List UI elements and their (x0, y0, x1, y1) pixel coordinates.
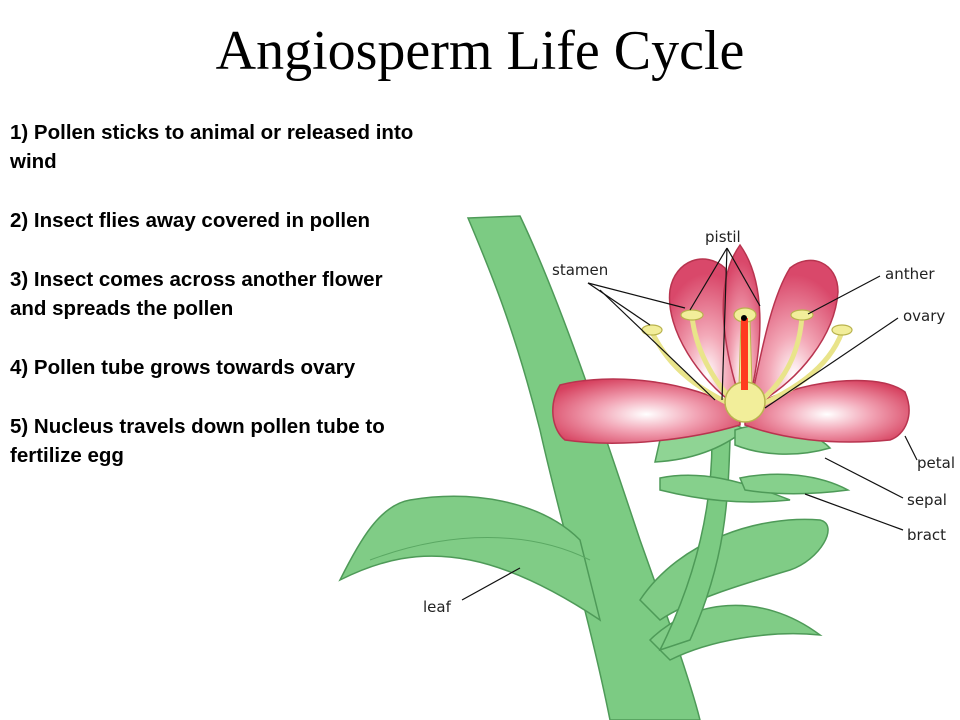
step-1: 1) Pollen sticks to animal or released i… (10, 121, 414, 173)
label-petal: petal (917, 454, 955, 472)
label-anther: anther (885, 265, 935, 283)
label-bract: bract (907, 526, 946, 544)
steps-list: 1) Pollen sticks to animal or released i… (10, 118, 420, 500)
step-4: 4) Pollen tube grows towards ovary (10, 356, 356, 379)
petal-right (744, 379, 910, 443)
step-5: 5) Nucleus travels down pollen tube to f… (10, 415, 385, 467)
label-stamen: stamen (552, 261, 608, 279)
label-sepal: sepal (907, 491, 947, 509)
step-2: 2) Insect flies away covered in pollen (10, 209, 371, 232)
step-3: 3) Insect comes across another flower an… (10, 268, 383, 320)
slide-title: Angiosperm Life Cycle (215, 20, 745, 82)
leaf-left (338, 495, 602, 622)
label-ovary: ovary (903, 307, 945, 325)
label-leaf: leaf (423, 598, 452, 616)
label-pistil: pistil (705, 228, 741, 246)
nucleus (741, 315, 747, 321)
petal-top-right (749, 259, 839, 406)
petal-left (552, 378, 741, 444)
bract-shape (659, 474, 791, 503)
pollen-tube (741, 318, 748, 390)
